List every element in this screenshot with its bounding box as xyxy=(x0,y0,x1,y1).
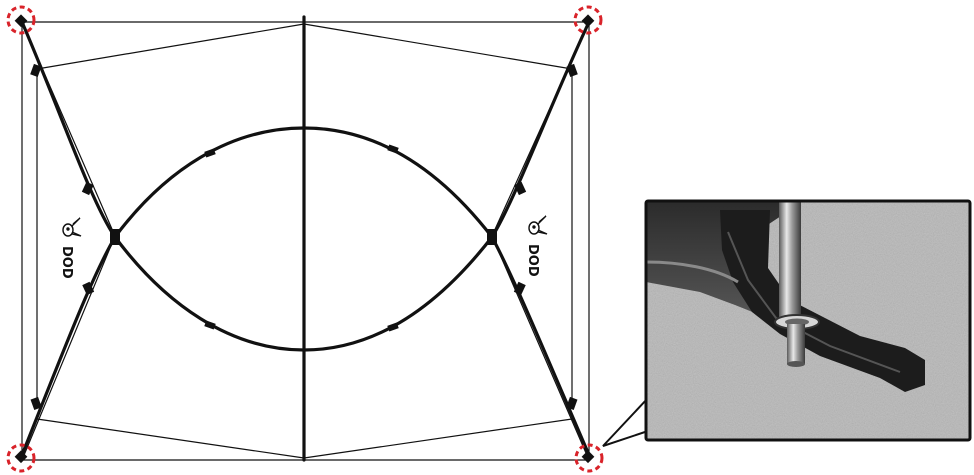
clip-marker xyxy=(81,181,94,196)
brand-logo-text: DOD xyxy=(525,244,540,277)
detail-photo xyxy=(644,199,972,442)
rabbit-logo-icon xyxy=(62,217,82,237)
hub-joint-right xyxy=(487,229,497,245)
clip-marker xyxy=(513,281,526,296)
corner-foot xyxy=(14,14,28,28)
tent-frame xyxy=(20,15,591,462)
clip-marker xyxy=(30,396,42,411)
corner-foot xyxy=(581,450,595,464)
clip-marker xyxy=(387,144,399,154)
clip-marker xyxy=(387,322,399,332)
clip-marker xyxy=(30,63,42,78)
clip-marker xyxy=(514,181,527,196)
clip-marker xyxy=(82,281,95,296)
metal-pole xyxy=(779,201,801,321)
brand-logo-left: DOD xyxy=(59,217,82,279)
brand-logo-text: DOD xyxy=(59,246,74,279)
rabbit-logo-icon xyxy=(528,215,548,235)
pole-pin-tip xyxy=(787,324,805,364)
corner-highlights xyxy=(6,5,604,473)
photo-frame xyxy=(644,199,972,442)
clip-marker xyxy=(204,320,216,330)
clip-marker xyxy=(204,148,216,158)
clip-marker xyxy=(566,63,578,78)
highlight-circle-top-right xyxy=(573,5,603,35)
webbing-strap xyxy=(720,210,925,392)
brand-logo-right: DOD xyxy=(525,215,548,277)
corner-foot xyxy=(581,14,595,28)
callout-pointer xyxy=(602,395,649,447)
pole-clips xyxy=(14,14,595,464)
highlight-circle-bottom-left xyxy=(6,443,36,473)
highlight-circle-top-left xyxy=(6,5,36,35)
clip-marker xyxy=(566,396,578,411)
highlight-circle-bottom-right xyxy=(574,443,604,473)
arch-poles xyxy=(113,126,494,352)
hub-joint-left xyxy=(110,229,120,245)
